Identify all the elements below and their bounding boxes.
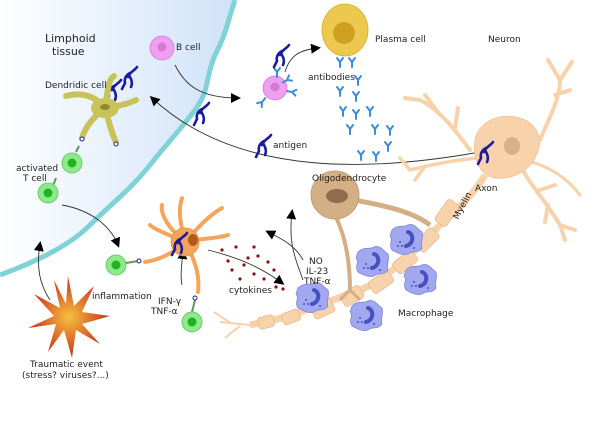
label-tnf-alpha-left: TNF-α bbox=[150, 307, 178, 317]
label-activated-t-cell-2: T cell bbox=[22, 174, 47, 184]
label-lymphoid-tissue-2: tissue bbox=[52, 45, 85, 58]
label-activated-t-cell-1: activated bbox=[16, 164, 58, 174]
label-cytokines: cytokines bbox=[229, 286, 272, 296]
label-antigen: antigen bbox=[273, 141, 307, 151]
arrow-plasmablast-to-plasma-cell bbox=[284, 43, 321, 73]
arrow-neuron-antigen-to-lymphoid bbox=[149, 95, 481, 165]
label-tnf-alpha-right: TNF-α bbox=[303, 277, 331, 287]
oligodendrocyte bbox=[310, 170, 432, 302]
label-il23: IL-23 bbox=[306, 267, 328, 277]
label-axon: Axon bbox=[475, 184, 497, 194]
lymphoid-tissue-region bbox=[0, 0, 238, 278]
microglia bbox=[143, 196, 230, 294]
arrows bbox=[33, 43, 481, 301]
label-neuron: Neuron bbox=[488, 35, 521, 45]
label-no: NO bbox=[309, 257, 323, 267]
label-ifn-gamma: IFN-γ bbox=[158, 297, 182, 307]
label-plasma-cell: Plasma cell bbox=[375, 35, 426, 45]
arrow-tcell-to-inflammation bbox=[61, 204, 121, 248]
label-macrophage: Macrophage bbox=[398, 309, 454, 319]
label-lymphoid-tissue-1: Limphoid bbox=[45, 32, 96, 45]
arrow-macrophage-to-oligodendrocyte-branch bbox=[265, 230, 304, 261]
antibodies-cloud bbox=[336, 75, 394, 162]
label-b-cell: B cell bbox=[176, 43, 201, 53]
labels: Limphoid tissue B cell Plasma cell Neuro… bbox=[16, 32, 521, 381]
neuron-body bbox=[474, 116, 540, 179]
label-dendritic-cell: Dendridic cell bbox=[45, 81, 107, 91]
plasma-cell bbox=[321, 3, 369, 68]
dendritic-cell bbox=[63, 73, 139, 147]
label-traumatic-event-2: (stress? viruses?...) bbox=[22, 371, 109, 381]
arrow-trauma-to-lymphoid bbox=[33, 241, 51, 301]
traumatic-event-star bbox=[28, 276, 110, 358]
arrow-macrophage-to-oligodendrocyte bbox=[286, 209, 304, 281]
arrow-microglia-to-cytokines bbox=[207, 249, 285, 285]
plasmablast bbox=[256, 43, 298, 108]
t-cells bbox=[37, 145, 203, 333]
label-inflammation: inflammation bbox=[92, 292, 152, 302]
label-antibodies: antibodies bbox=[308, 73, 355, 83]
cytokines-particles bbox=[220, 245, 285, 291]
b-cell bbox=[149, 35, 175, 61]
arrow-tcell-to-microglia bbox=[177, 249, 188, 286]
label-traumatic-event-1: Traumatic event bbox=[29, 360, 103, 370]
label-oligodendrocyte: Oligodendrocyte bbox=[312, 174, 387, 184]
arrow-bcell-to-plasmablast bbox=[174, 64, 241, 103]
